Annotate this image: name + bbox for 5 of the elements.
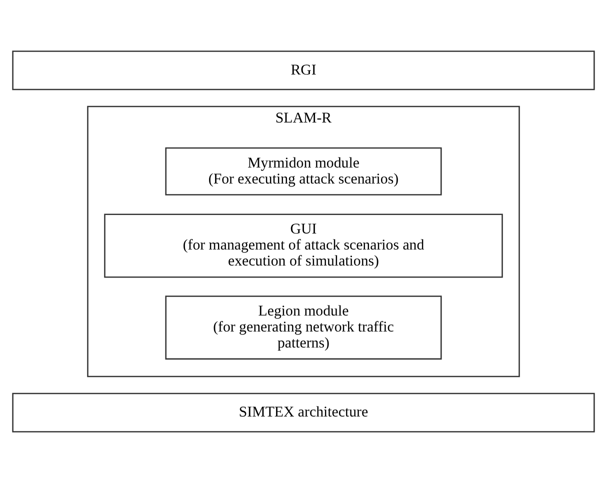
node-box: SIMTEX architecture bbox=[12, 392, 595, 432]
node-box: GUI (for management of attack scenarios and execution of simulations) bbox=[104, 214, 503, 278]
node-box: RGI bbox=[12, 50, 595, 90]
node-box: Legion module (for generating network traffic patterns) bbox=[165, 296, 442, 360]
node-box: Myrmidon module (For executing attack scenarios) bbox=[165, 147, 442, 196]
